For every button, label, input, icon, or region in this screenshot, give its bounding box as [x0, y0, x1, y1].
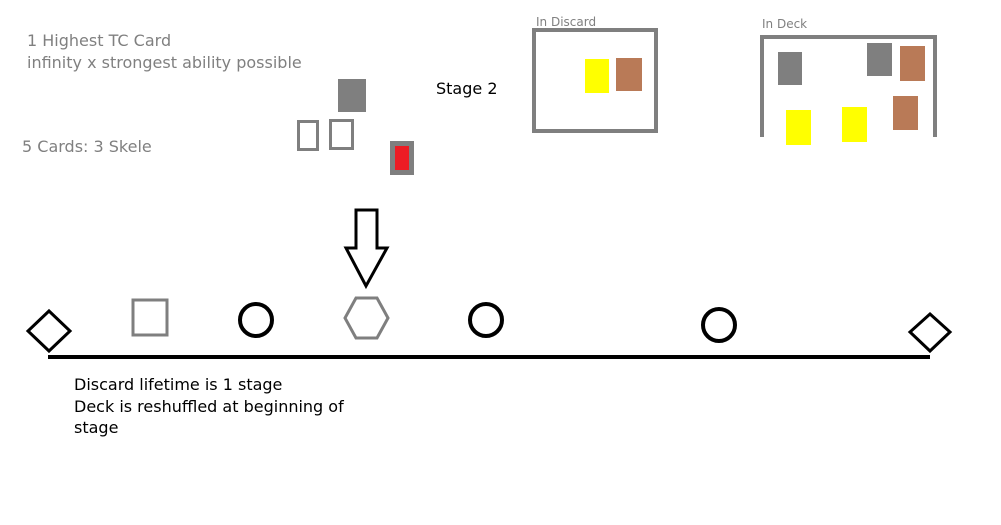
deck-card-brown-2: [893, 96, 918, 130]
card-red-fill: [395, 146, 409, 170]
deck-card-gray-1: [778, 52, 802, 85]
deck-label: In Deck: [762, 17, 808, 31]
current-position-arrow-icon: [343, 208, 390, 290]
deck-card-yellow-1: [786, 110, 811, 145]
note-infinity-ability: infinity x strongest ability possible: [27, 52, 302, 72]
footer-stage: stage: [74, 418, 119, 438]
discard-label: In Discard: [536, 15, 597, 29]
deck-card-gray-2: [867, 43, 892, 76]
discard-card-brown: [616, 58, 642, 91]
footer-deck-reshuffled: Deck is reshuffled at beginning of: [74, 396, 344, 416]
stage-label: Stage 2: [436, 79, 498, 98]
track-hexagon-current-node-icon: [343, 296, 390, 340]
track-circle-node-3-icon: [701, 307, 737, 343]
note-cards-count: 5 Cards: 3 Skele: [22, 137, 152, 156]
card-gray-top: [338, 79, 366, 112]
note-highest-tc-card: 1 Highest TC Card: [27, 31, 172, 50]
notes-block: 1 Highest TC Card infinity x strongest a…: [27, 30, 302, 73]
track-square-node-icon: [131, 298, 169, 337]
discard-card-yellow: [585, 59, 609, 93]
track-circle-node-1-icon: [238, 302, 274, 338]
track-start-diamond-icon: [25, 308, 73, 354]
deck-card-brown-1: [900, 46, 925, 81]
track-circle-node-2-icon: [468, 302, 504, 338]
footer-discard-lifetime: Discard lifetime is 1 stage: [74, 375, 283, 394]
card-outline-right: [329, 119, 354, 150]
deck-card-yellow-2: [842, 107, 867, 142]
discard-pile-box: [532, 28, 658, 133]
card-red: [390, 141, 414, 175]
track-end-diamond-icon: [907, 311, 953, 354]
card-outline-left: [297, 120, 319, 151]
footer-notes: Discard lifetime is 1 stage Deck is resh…: [74, 374, 344, 439]
